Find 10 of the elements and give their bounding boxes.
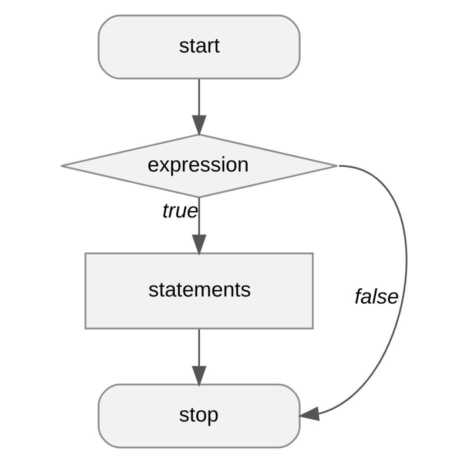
arrow: [191, 198, 206, 256]
node-box: stop: [97, 384, 300, 448]
arrow: [297, 165, 407, 422]
edge-label: true: [162, 199, 198, 222]
node-diamond: expression: [60, 134, 338, 198]
edge-label: false: [354, 285, 398, 308]
node-box: start: [97, 14, 300, 80]
arrow: [191, 329, 206, 387]
node-box: statements: [84, 252, 314, 330]
arrow: [191, 79, 206, 136]
